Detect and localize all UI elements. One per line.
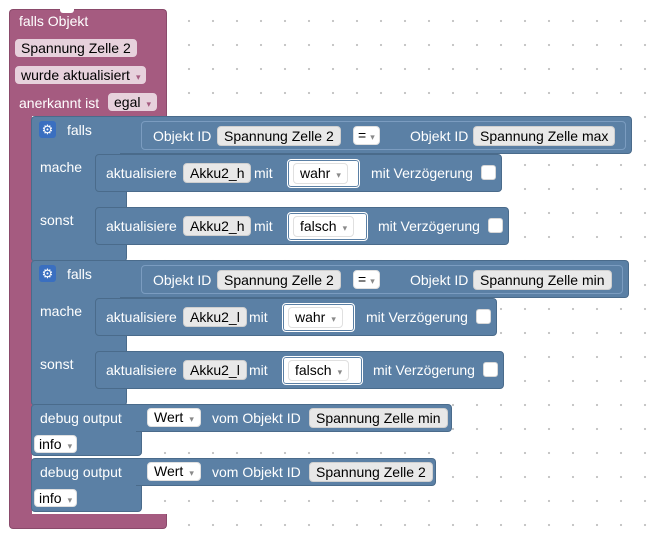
debug-level-dropdown[interactable]: info ▾: [34, 435, 78, 453]
chevron-down-icon: ▾: [146, 99, 151, 109]
chevron-down-icon: ▾: [67, 495, 73, 505]
debug-level-text: info: [39, 436, 62, 452]
delay-checkbox[interactable]: [488, 218, 503, 233]
debug-value-dropdown[interactable]: Wert ▾: [147, 408, 201, 427]
delay-label: mit Verzögerung: [371, 165, 473, 181]
value-text: wahr: [295, 309, 326, 325]
then-label: mache: [40, 159, 83, 175]
chevron-down-icon: ▾: [189, 468, 194, 478]
chevron-down-icon: ▾: [189, 414, 194, 424]
cond-right-object-field[interactable]: Spannung Zelle max: [473, 126, 616, 146]
trigger-block-footer: [9, 514, 167, 529]
operator-dropdown[interactable]: =▾: [353, 270, 380, 289]
operator-dropdown[interactable]: =▾: [353, 126, 380, 145]
value-dropdown[interactable]: falsch ▾: [288, 360, 350, 381]
operator-value: =: [358, 127, 367, 143]
cond-left-object-field[interactable]: Spannung Zelle 2: [217, 270, 341, 290]
debug-output-label: debug output: [40, 410, 122, 426]
value-dropdown[interactable]: wahr ▾: [288, 307, 343, 328]
cond-right-label: Objekt ID: [410, 272, 469, 288]
trigger-object-field[interactable]: Spannung Zelle 2: [15, 39, 137, 57]
chevron-down-icon: ▾: [135, 72, 141, 82]
action-target-field[interactable]: Akku2_l: [183, 307, 247, 327]
value-text: falsch: [295, 362, 332, 378]
debug-value-text: Wert: [154, 409, 184, 425]
operator-value: =: [358, 271, 367, 287]
cond-left-object-field[interactable]: Spannung Zelle 2: [217, 126, 341, 146]
delay-label: mit Verzögerung: [378, 218, 480, 234]
action-prefix: aktualisiere: [106, 362, 177, 378]
delay-label: mit Verzögerung: [373, 362, 475, 378]
debug-level-text: info: [39, 490, 62, 506]
chevron-down-icon: ▾: [370, 132, 375, 142]
trigger-block-spine: [9, 110, 32, 522]
delay-checkbox[interactable]: [476, 309, 491, 324]
delay-checkbox[interactable]: [481, 165, 496, 180]
trigger-event-dropdown[interactable]: wurde aktualisiert ▾: [15, 66, 147, 84]
debug-level-dropdown[interactable]: info ▾: [34, 489, 78, 507]
action-mit-label: mit: [254, 218, 273, 234]
action-target-field[interactable]: Akku2_h: [183, 163, 252, 183]
trigger-ack-value: egal: [114, 94, 141, 110]
trigger-object-value: Spannung Zelle 2: [21, 40, 131, 56]
trigger-ack-label: anerkannt ist: [19, 95, 100, 111]
debug-value-dropdown[interactable]: Wert ▾: [147, 462, 201, 481]
chevron-down-icon: ▾: [342, 223, 348, 233]
else-label: sonst: [40, 356, 74, 372]
action-mit-label: mit: [254, 165, 273, 181]
cond-right-object-field[interactable]: Spannung Zelle min: [473, 270, 612, 290]
chevron-down-icon: ▾: [331, 314, 336, 324]
value-text: wahr: [300, 165, 331, 181]
else-label: sonst: [40, 212, 74, 228]
debug-object-field[interactable]: Spannung Zelle min: [309, 408, 448, 428]
action-target-field[interactable]: Akku2_h: [183, 216, 252, 236]
trigger-event-value: wurde aktualisiert: [21, 67, 130, 83]
gear-icon[interactable]: ⚙: [39, 265, 56, 282]
chevron-down-icon: ▾: [336, 170, 341, 180]
delay-checkbox[interactable]: [483, 362, 498, 377]
debug-value-text: Wert: [154, 463, 184, 479]
debug-vom-label: vom Objekt ID: [212, 464, 301, 480]
then-label: mache: [40, 303, 83, 319]
action-mit-label: mit: [249, 362, 268, 378]
gear-icon[interactable]: ⚙: [39, 121, 56, 138]
action-prefix: aktualisiere: [106, 165, 177, 181]
cond-left-label: Objekt ID: [153, 272, 212, 288]
debug-vom-label: vom Objekt ID: [212, 410, 301, 426]
trigger-header-label: falls Objekt: [19, 13, 89, 29]
chevron-down-icon: ▾: [337, 367, 343, 377]
action-mit-label: mit: [249, 309, 268, 325]
action-prefix: aktualisiere: [106, 309, 177, 325]
trigger-ack-dropdown[interactable]: egal ▾: [108, 93, 157, 111]
delay-label: mit Verzögerung: [366, 309, 468, 325]
value-text: falsch: [300, 218, 337, 234]
trigger-top-notch: [60, 9, 74, 13]
if-label: falls: [67, 122, 92, 138]
value-dropdown[interactable]: falsch ▾: [293, 216, 355, 237]
debug-output-label: debug output: [40, 464, 122, 480]
action-prefix: aktualisiere: [106, 218, 177, 234]
debug-object-field[interactable]: Spannung Zelle 2: [309, 462, 433, 482]
action-target-field[interactable]: Akku2_l: [183, 360, 247, 380]
cond-left-label: Objekt ID: [153, 128, 212, 144]
cond-right-label: Objekt ID: [410, 128, 469, 144]
value-dropdown[interactable]: wahr ▾: [293, 163, 348, 184]
chevron-down-icon: ▾: [370, 276, 375, 286]
chevron-down-icon: ▾: [67, 441, 73, 451]
if-label: falls: [67, 266, 92, 282]
